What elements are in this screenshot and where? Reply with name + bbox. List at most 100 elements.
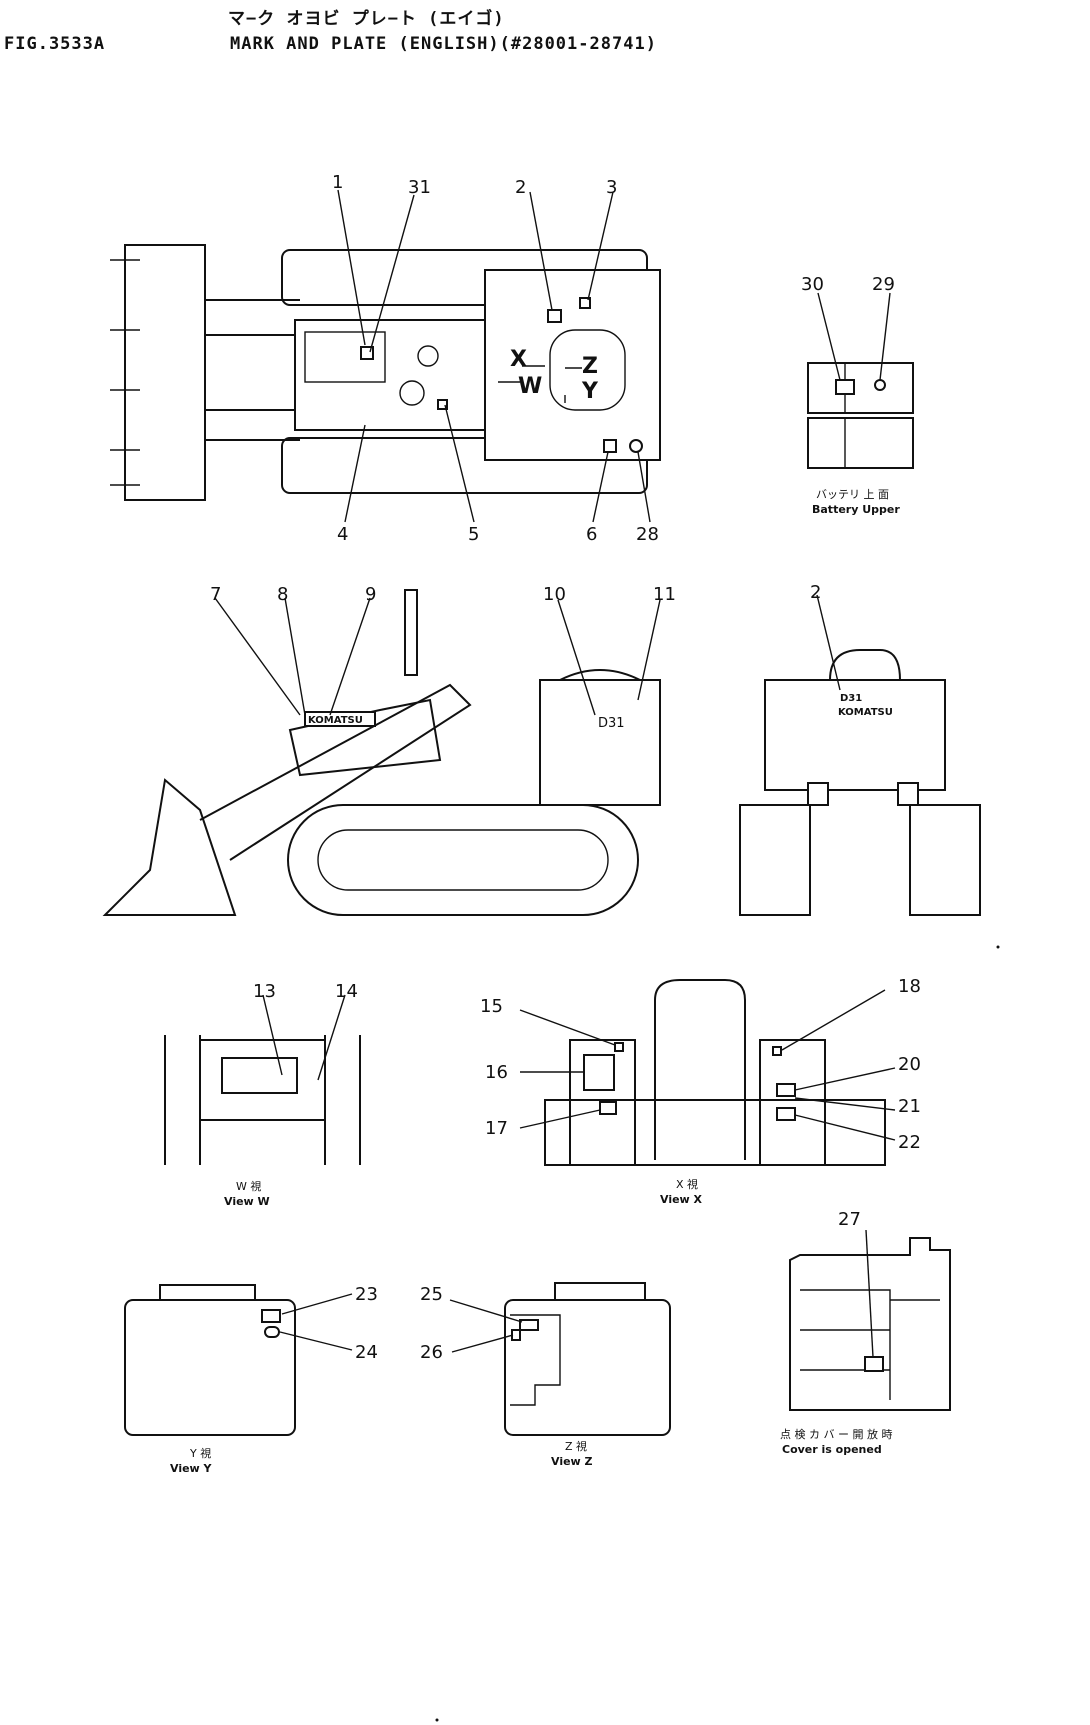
boom-arm [199, 683, 472, 861]
view-w-caption-en: View W [224, 1195, 270, 1208]
view-z-panel [510, 1314, 561, 1406]
decal-2 [547, 309, 562, 323]
callout-13: 13 [253, 981, 276, 1002]
engine-hood [294, 319, 486, 431]
callout-3: 3 [606, 177, 617, 198]
track-inner [317, 829, 609, 891]
view-z-seat [554, 1282, 646, 1300]
view-y-seat [159, 1284, 256, 1300]
decal-18 [772, 1046, 782, 1056]
cap-circle [417, 345, 439, 367]
callout-30: 30 [801, 274, 824, 295]
battery-caption-en: Battery Upper [812, 503, 900, 516]
d31-plate-side: D31 [598, 716, 625, 731]
speck [996, 945, 1000, 949]
cover-inner-lines [800, 1289, 940, 1400]
callout-26: 26 [420, 1342, 443, 1363]
callout-29: 29 [872, 274, 895, 295]
decal-28 [629, 439, 643, 453]
side-view-leaders [214, 597, 661, 716]
decal-30 [835, 379, 855, 395]
decal-6 [603, 439, 617, 453]
speck-bottom [435, 1718, 439, 1722]
callout-22: 22 [898, 1132, 921, 1153]
decal-25 [519, 1319, 539, 1331]
view-w-frame [164, 1035, 361, 1165]
callout-8: 8 [277, 584, 288, 605]
cover-caption-en: Cover is opened [782, 1443, 882, 1456]
battery-1 [807, 362, 914, 414]
callout-10: 10 [543, 584, 566, 605]
view-z-leaders [449, 1299, 523, 1353]
battery-caption-jp: バッテリ 上 面 [816, 488, 889, 501]
arrow-label-w: W [518, 374, 542, 399]
front-decal-left [807, 782, 829, 806]
front-decal-right [897, 782, 919, 806]
cap-circle-2 [399, 380, 425, 406]
callout-4: 4 [337, 524, 348, 545]
callout-31: 31 [408, 177, 431, 198]
cover-opened-view: 27 点 検 カ バ ー 開 放 時 Cover is opened [780, 1209, 951, 1456]
rear-fender [539, 679, 661, 806]
blade-top [124, 244, 206, 501]
front-body [764, 679, 946, 791]
view-w: 13 14 W 視 View W [164, 981, 361, 1208]
top-view: X W Z Y 1 31 2 3 4 5 6 28 [110, 172, 661, 545]
view-w-panel [221, 1057, 298, 1094]
title-english: MARK AND PLATE (ENGLISH)(#28001-28741) [230, 34, 657, 54]
callout-11: 11 [653, 584, 676, 605]
seat-side [559, 669, 641, 681]
view-z-caption-jp: Z 視 [565, 1439, 587, 1453]
callout-27: 27 [838, 1209, 861, 1230]
callout-15: 15 [480, 996, 503, 1017]
callout-28: 28 [636, 524, 659, 545]
arrow-label-y: Y [581, 379, 599, 404]
operator-area [484, 269, 661, 461]
blade-teeth [110, 259, 140, 486]
callout-16: 16 [485, 1062, 508, 1083]
title-japanese: マ−ク オヨビ プレ−ト (エイゴ) [228, 9, 505, 29]
decal-24 [264, 1326, 280, 1338]
view-y-body [124, 1299, 296, 1436]
view-y-leaders [279, 1293, 353, 1351]
view-x-right-console [759, 1039, 826, 1166]
decal-3 [579, 297, 591, 309]
callout-23: 23 [355, 1284, 378, 1305]
view-x-seat [654, 979, 746, 1160]
callout-2: 2 [515, 177, 526, 198]
seat-top [549, 329, 626, 411]
view-w-leaders [262, 994, 346, 1081]
callout-1: 1 [332, 172, 343, 193]
callout-9: 9 [365, 584, 376, 605]
arrow-label-z: Z [582, 354, 598, 379]
track-side [287, 804, 639, 916]
view-x-caption-jp: X 視 [676, 1177, 698, 1191]
decal-20-21 [776, 1083, 796, 1097]
arrow-label-x: X [510, 347, 527, 372]
view-x-caption-en: View X [660, 1193, 703, 1206]
view-z: 25 26 Z 視 View Z [420, 1282, 671, 1468]
decal-29 [874, 379, 886, 391]
decal-16 [583, 1054, 615, 1091]
decal-27 [864, 1356, 884, 1372]
battery-leaders [817, 292, 891, 381]
lift-arms [205, 299, 300, 441]
callout-24: 24 [355, 1342, 378, 1363]
komatsu-plate-front: KOMATSU [838, 707, 893, 718]
view-x-leaders [519, 989, 896, 1141]
view-z-body [504, 1299, 671, 1436]
decal-5 [437, 399, 448, 410]
hood-panel [304, 331, 386, 383]
callout-7: 7 [210, 584, 221, 605]
battery-upper-view: 30 29 バッテリ 上 面 Battery Upper [801, 274, 914, 516]
view-y-caption-en: View Y [170, 1462, 213, 1475]
cover-leader [865, 1229, 874, 1358]
callout-17: 17 [485, 1118, 508, 1139]
front-track-right [909, 804, 981, 916]
callout-14: 14 [335, 981, 358, 1002]
decal-15 [614, 1042, 624, 1052]
d31-plate-front: D31 [840, 693, 862, 704]
front-seat [829, 649, 901, 681]
decal-26 [511, 1329, 521, 1341]
